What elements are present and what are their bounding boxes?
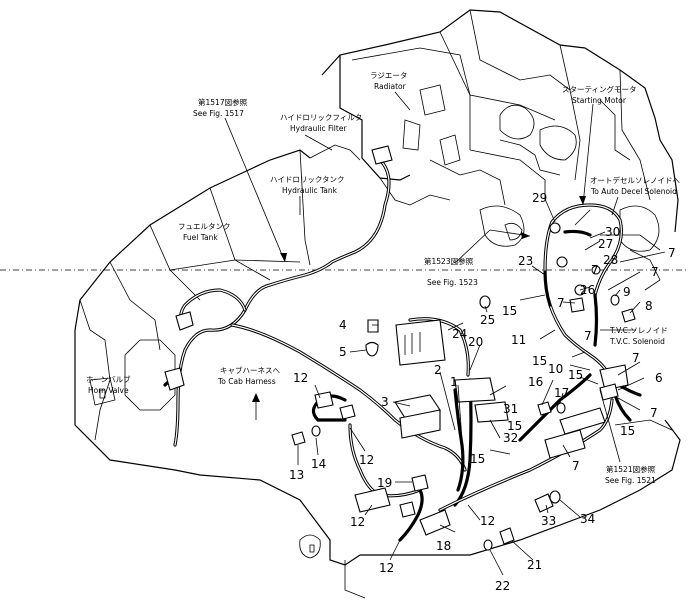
part-number-28: 28 xyxy=(603,253,618,267)
part-number-4: 4 xyxy=(339,318,347,332)
part-numbers: 1 2 3 4 5 6 7 7 7 7 7 7 7 7 8 9 10 11 12… xyxy=(289,191,676,593)
part-number-13: 13 xyxy=(289,468,304,482)
horn-valve-label-jp: ホーンバルブ xyxy=(86,374,131,384)
part-number-15c: 15 xyxy=(568,368,583,382)
fuel-tank-label-jp: フュエルタンク xyxy=(178,222,231,231)
callout-labels: 第1517図参照 See Fig. 1517 ハイドロリックフィルタ Hydra… xyxy=(86,71,680,485)
auto-decel-label-en: To Auto Decel Solenoid xyxy=(590,187,677,196)
part-number-15b: 15 xyxy=(532,354,547,368)
part-number-15f: 15 xyxy=(470,452,485,466)
components xyxy=(164,145,636,551)
part-number-12b: 12 xyxy=(359,453,374,467)
part-number-7g: 7 xyxy=(650,406,658,420)
fig1523-label-jp: 第1523図参照 xyxy=(424,256,474,266)
part-number-11: 11 xyxy=(511,333,526,347)
part-number-31: 31 xyxy=(503,402,518,416)
part-number-18: 18 xyxy=(436,539,451,553)
machine-outline xyxy=(74,9,681,599)
part-number-9: 9 xyxy=(623,285,631,299)
part-number-30: 30 xyxy=(605,225,620,239)
part-number-21: 21 xyxy=(527,558,542,572)
part-number-12e: 12 xyxy=(379,561,394,575)
part-number-32: 32 xyxy=(503,431,518,445)
auto-decel-label-jp: オートデセルソレノイドへ xyxy=(590,175,680,185)
part-number-23: 23 xyxy=(518,254,533,268)
part-number-7b: 7 xyxy=(651,265,659,279)
hydraulic-tank-label-en: Hydraulic Tank xyxy=(282,186,338,195)
tvc-solenoid-label-jp: T.V.C.ソレノイド xyxy=(609,326,668,335)
tvc-solenoid-label-en: T.V.C. Solenoid xyxy=(609,337,665,346)
starting-motor-label-jp: スターティングモータ xyxy=(562,84,637,94)
part-number-7c: 7 xyxy=(591,263,599,277)
part-number-22: 22 xyxy=(495,579,510,593)
part-number-2: 2 xyxy=(434,363,442,377)
hydraulic-filter-label-en: Hydraulic Filter xyxy=(290,124,347,133)
fig1521-label-en: See Fig. 1521 xyxy=(605,476,656,485)
part-number-6: 6 xyxy=(655,371,663,385)
part-number-33: 33 xyxy=(541,514,556,528)
radiator-label-jp: ラジエータ xyxy=(370,71,407,80)
part-number-14: 14 xyxy=(311,457,326,471)
cab-harness-label-en: To Cab Harness xyxy=(217,377,276,386)
part-number-12c: 12 xyxy=(350,515,365,529)
part-number-15a: 15 xyxy=(502,304,517,318)
part-number-5: 5 xyxy=(339,345,347,359)
part-number-24: 24 xyxy=(452,327,467,341)
part-number-20: 20 xyxy=(468,335,483,349)
part-number-16: 16 xyxy=(528,375,543,389)
hydraulic-tank-label-jp: ハイドロリックタンク xyxy=(270,175,345,184)
fig1517-label-jp: 第1517図参照 xyxy=(198,97,248,107)
part-number-19: 19 xyxy=(377,476,392,490)
part-number-12a: 12 xyxy=(293,371,308,385)
part-number-26: 26 xyxy=(580,283,595,297)
part-number-15d: 15 xyxy=(620,424,635,438)
cab-harness-label-jp: キャブハーネスへ xyxy=(220,365,280,375)
part-number-7d: 7 xyxy=(557,296,565,310)
part-number-10: 10 xyxy=(548,362,563,376)
fig1517-label-en: See Fig. 1517 xyxy=(193,109,244,118)
horn-valve-label-en: Horn Valve xyxy=(88,386,129,395)
part-number-15e: 15 xyxy=(507,419,522,433)
fig1523-label-en: See Fig. 1523 xyxy=(427,278,478,287)
part-number-3: 3 xyxy=(381,395,389,409)
part-number-7e: 7 xyxy=(584,329,592,343)
part-number-25: 25 xyxy=(480,313,495,327)
part-number-34: 34 xyxy=(580,512,595,526)
part-number-7a: 7 xyxy=(668,246,676,260)
hydraulic-filter-label-jp: ハイドロリックフィルタ xyxy=(280,113,362,122)
fuel-tank-label-en: Fuel Tank xyxy=(183,233,218,242)
part-number-17: 17 xyxy=(554,386,569,400)
part-number-7f: 7 xyxy=(632,351,640,365)
part-number-12d: 12 xyxy=(480,514,495,528)
part-number-27: 27 xyxy=(598,237,613,251)
part-number-7h: 7 xyxy=(572,459,580,473)
starting-motor-label-en: Starting Motor xyxy=(572,96,627,105)
radiator-label-en: Radiator xyxy=(374,82,407,91)
fig1521-label-jp: 第1521図参照 xyxy=(606,464,656,474)
part-number-1: 1 xyxy=(450,375,458,389)
part-number-29: 29 xyxy=(532,191,547,205)
leader-lines xyxy=(224,91,666,576)
part-number-8: 8 xyxy=(645,299,653,313)
